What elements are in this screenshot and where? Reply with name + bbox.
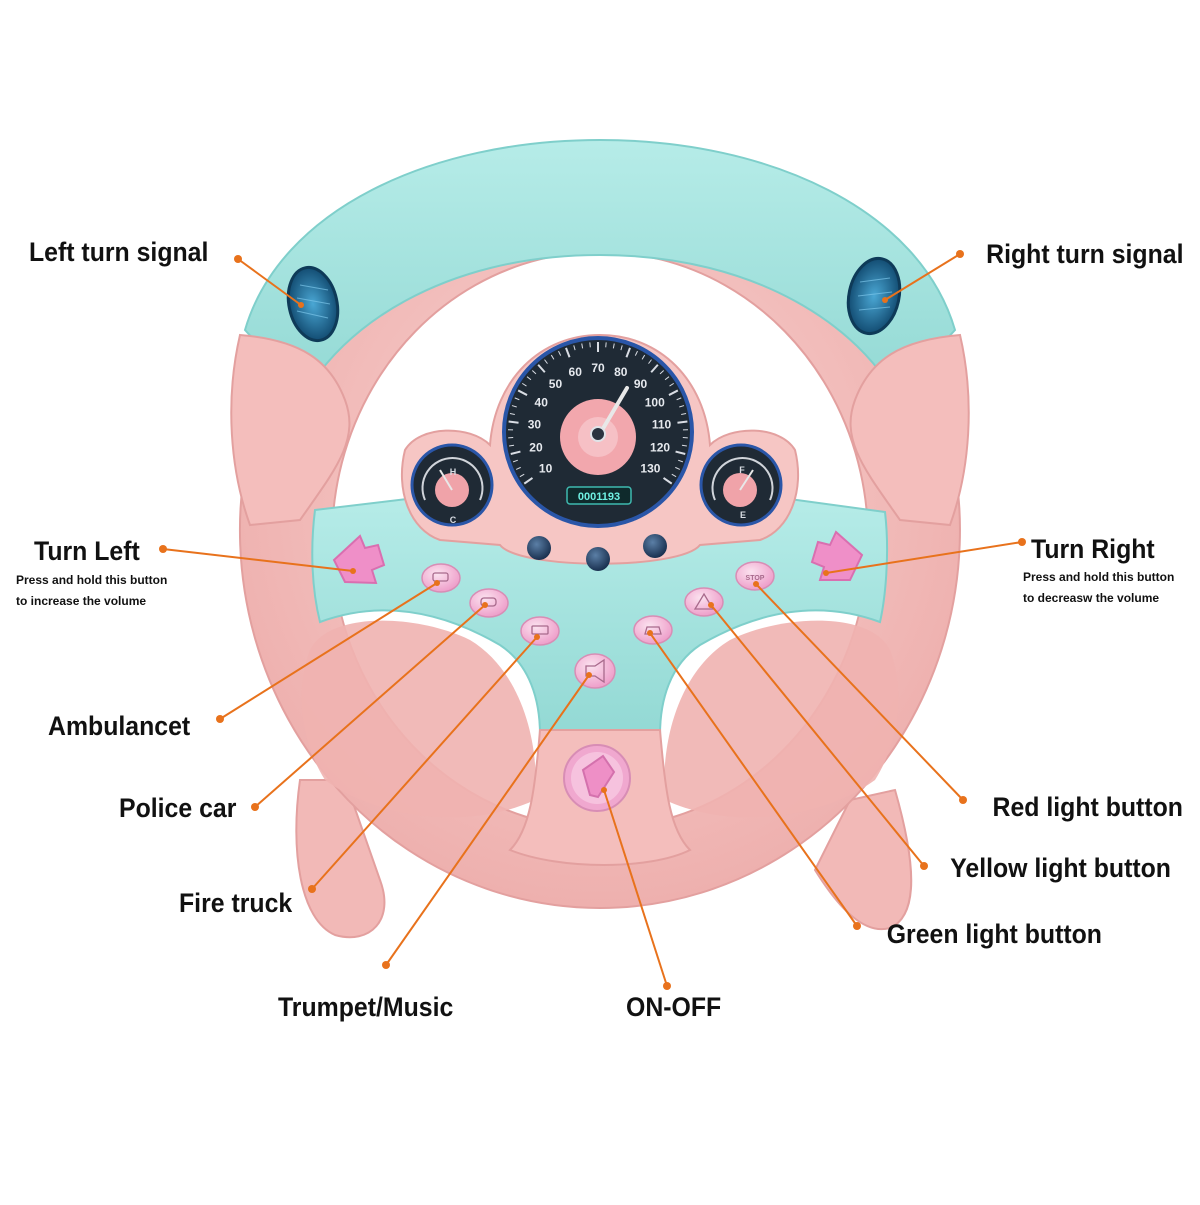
- leader-right-turn-signal-dot: [882, 297, 888, 303]
- leader-left-turn-signal-dot: [234, 255, 242, 263]
- indicator-light-center: [586, 547, 610, 571]
- label-fire-truck: Fire truck: [179, 888, 292, 918]
- leader-red-light-dot: [959, 796, 967, 804]
- leader-red-light-dot: [753, 581, 759, 587]
- label-turn-left: Turn Left: [34, 536, 140, 566]
- label-on-off: ON-OFF: [626, 992, 721, 1022]
- leader-trumpet-music-dot: [382, 961, 390, 969]
- speed-tick-label: 130: [640, 462, 660, 476]
- label-right-turn-signal: Right turn signal: [986, 239, 1183, 269]
- label-trumpet-music: Trumpet/Music: [278, 992, 453, 1022]
- leader-fire-truck-dot: [534, 634, 540, 640]
- label-ambulance: Ambulancet: [48, 711, 190, 741]
- label-turn-right-note-1: Press and hold this button: [1023, 570, 1174, 584]
- leader-trumpet-music-dot: [586, 672, 592, 678]
- leader-turn-left-dot: [350, 568, 356, 574]
- label-police-car: Police car: [119, 793, 236, 823]
- label-turn-left-note-2: to increase the volume: [16, 594, 146, 608]
- leader-ambulance-dot: [434, 580, 440, 586]
- speed-tick-label: 80: [614, 365, 628, 379]
- temp-low-label: C: [450, 515, 457, 525]
- speed-tick-label: 60: [569, 365, 583, 379]
- leader-left-turn-signal-dot: [298, 302, 304, 308]
- speed-major-tick: [677, 422, 687, 423]
- temperature-gauge: H C: [412, 445, 492, 525]
- leader-turn-left-dot: [159, 545, 167, 553]
- speed-tick-label: 20: [529, 441, 543, 455]
- fuel-gauge: F E: [701, 445, 781, 525]
- fuel-full-label: F: [739, 465, 745, 475]
- leader-green-light-dot: [853, 922, 861, 930]
- leader-police-car-dot: [251, 803, 259, 811]
- leader-police-car-dot: [482, 602, 488, 608]
- leader-on-off-dot: [601, 787, 607, 793]
- fire-truck-button: [521, 617, 559, 645]
- speed-tick-label: 10: [539, 462, 553, 476]
- on-off-knob: [564, 745, 630, 811]
- green-light-button: [634, 616, 672, 644]
- speed-tick-label: 110: [652, 418, 672, 432]
- stop-text: STOP: [746, 575, 765, 582]
- trumpet-music-button: [575, 654, 615, 688]
- leader-ambulance-dot: [216, 715, 224, 723]
- speed-tick-label: 120: [650, 441, 670, 455]
- speed-major-tick: [509, 422, 519, 423]
- speed-tick-label: 100: [645, 395, 665, 409]
- odometer-readout: 0001193: [578, 491, 620, 503]
- label-red-light: Red light button: [993, 792, 1183, 822]
- label-turn-right-note-2: to decreasw the volume: [1023, 591, 1159, 605]
- label-turn-right: Turn Right: [1031, 534, 1155, 564]
- label-left-turn-signal: Left turn signal: [29, 237, 208, 267]
- label-turn-left-note-1: Press and hold this button: [16, 573, 167, 587]
- leader-green-light-dot: [647, 630, 653, 636]
- speed-tick-label: 50: [549, 377, 563, 391]
- indicator-light-left: [527, 536, 551, 560]
- speed-tick-label: 40: [535, 395, 549, 409]
- leader-turn-right-dot: [1018, 538, 1026, 546]
- label-yellow-light: Yellow light button: [950, 853, 1171, 883]
- indicator-light-right: [643, 534, 667, 558]
- leader-yellow-light-dot: [920, 862, 928, 870]
- temp-high-label: H: [450, 467, 457, 477]
- speed-tick-label: 70: [591, 361, 605, 375]
- speed-tick-label: 30: [528, 418, 542, 432]
- label-green-light: Green light button: [887, 919, 1102, 949]
- speed-tick-label: 90: [634, 377, 648, 391]
- leader-right-turn-signal-dot: [956, 250, 964, 258]
- fuel-empty-label: E: [740, 510, 746, 520]
- leader-turn-right-dot: [823, 570, 829, 576]
- leader-on-off-dot: [663, 982, 671, 990]
- leader-fire-truck-dot: [308, 885, 316, 893]
- leader-yellow-light-dot: [708, 602, 714, 608]
